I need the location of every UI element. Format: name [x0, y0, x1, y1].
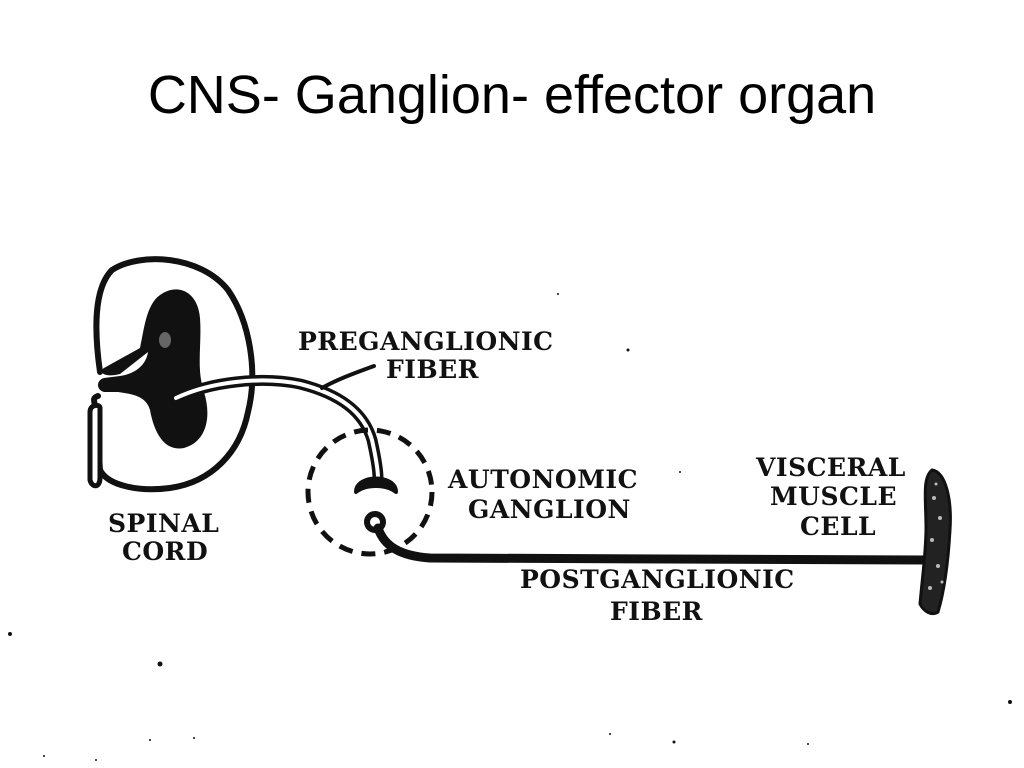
preganglionic-fiber-core — [174, 378, 380, 480]
gray-matter-highlight — [159, 332, 171, 348]
postganglionic-fiber — [373, 523, 935, 565]
visceral-muscle-label-line1: VISCERAL — [755, 453, 906, 482]
gray-matter — [98, 289, 208, 449]
preganglionic-label-line1: PREGANGLIONIC — [298, 327, 554, 356]
scan-speckles — [8, 293, 1012, 761]
spinal-cord-label-line2: CORD — [122, 537, 208, 566]
autonomic-ganglion-label-line1: AUTONOMIC — [447, 465, 638, 494]
visceral-muscle-label-line3: CELL — [800, 512, 876, 541]
visceral-muscle-label-line2: MUSCLE — [770, 482, 897, 511]
visceral-muscle-cell — [918, 468, 952, 616]
postganglionic-label-line2: FIBER — [610, 597, 703, 626]
spinal-cord-sulcus — [87, 402, 103, 489]
autonomic-ganglion-label-line2: GANGLION — [468, 495, 631, 524]
preganglionic-label-line2: FIBER — [386, 355, 479, 384]
autonomic-ganglion-circle — [305, 427, 435, 557]
spinal-cord-outline — [91, 256, 256, 493]
preganglionic-fiber — [170, 375, 384, 484]
postganglionic-label-line1: POSTGANGLIONIC — [520, 565, 795, 594]
muscle-cell-texture — [928, 482, 944, 590]
synaptic-terminal — [354, 476, 398, 494]
spinal-cord-label-line1: SPINAL — [108, 509, 219, 538]
preganglionic-leader-line — [320, 364, 376, 390]
slide-title: CNS- Ganglion- effector organ — [147, 65, 877, 125]
